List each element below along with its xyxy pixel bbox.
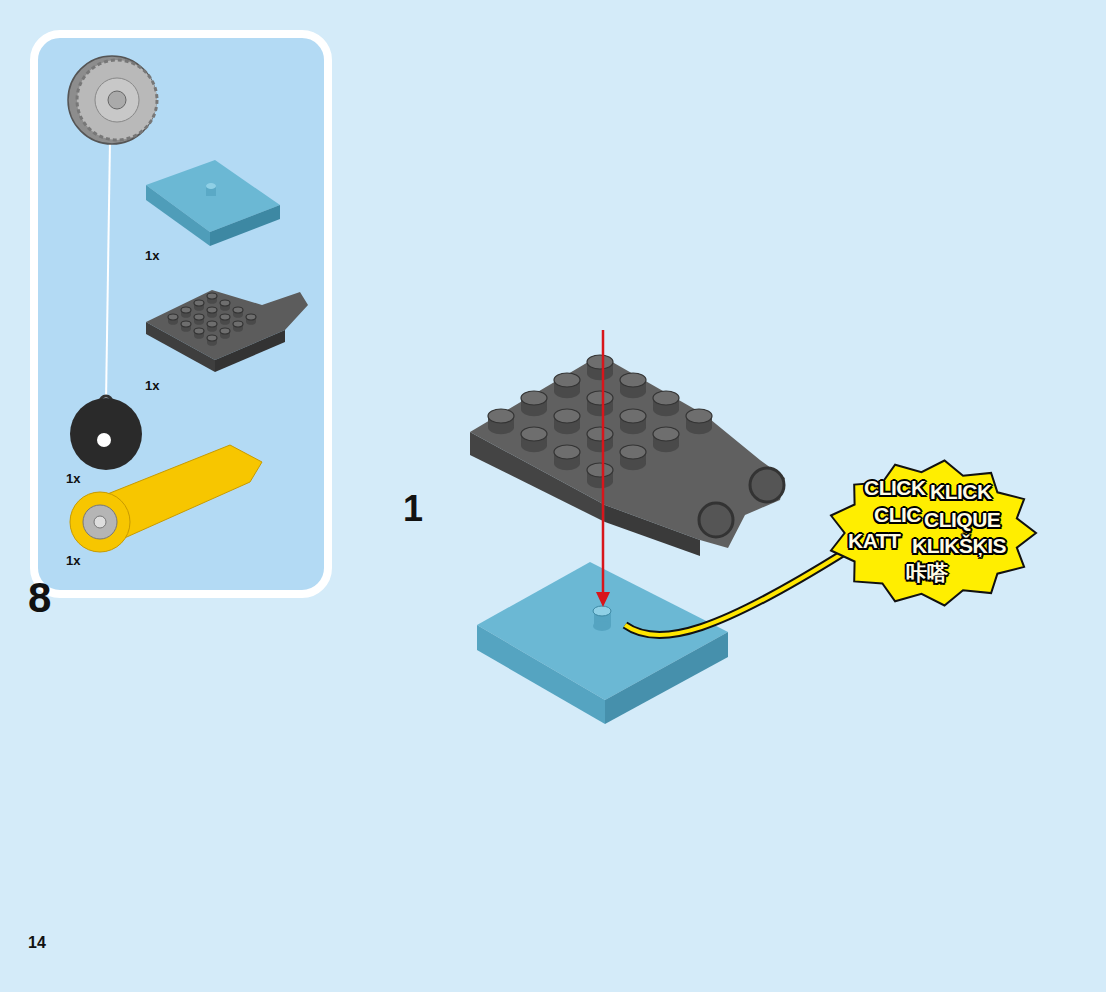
step-number: 8 — [28, 574, 51, 622]
click-leader — [625, 552, 845, 635]
part-count: 1x — [145, 378, 159, 393]
substep-number: 1 — [403, 488, 423, 530]
wrecking-ball — [70, 396, 142, 470]
grey-plate-small — [146, 290, 308, 372]
teal-plate-small — [146, 160, 280, 246]
click-word: KLIKŠĶIS — [912, 534, 1006, 558]
page-number: 14 — [28, 934, 46, 952]
click-word: 咔嗒 — [906, 559, 947, 587]
click-leader-fill — [625, 552, 845, 635]
part-count: 1x — [145, 248, 159, 263]
part-count: 1x — [66, 471, 80, 486]
grey-plate — [470, 355, 785, 556]
yellow-arm — [70, 445, 262, 552]
wheel — [68, 56, 157, 402]
click-word: CLICK — [864, 476, 926, 500]
click-word: KLICK — [930, 480, 992, 504]
parts-panel: 1x 1x 1x 1x — [30, 30, 332, 598]
click-word: CLIQUE — [924, 508, 1000, 532]
click-word: CLIC — [874, 503, 921, 527]
parts-panel — [34, 34, 328, 594]
click-word: KATT — [848, 529, 900, 553]
part-count: 1x — [66, 553, 80, 568]
click-burst: CLICKKLICK CLICCLIQUE KATT KLIKŠĶIS咔嗒 — [826, 458, 1038, 608]
assembly-arrow — [596, 330, 610, 607]
